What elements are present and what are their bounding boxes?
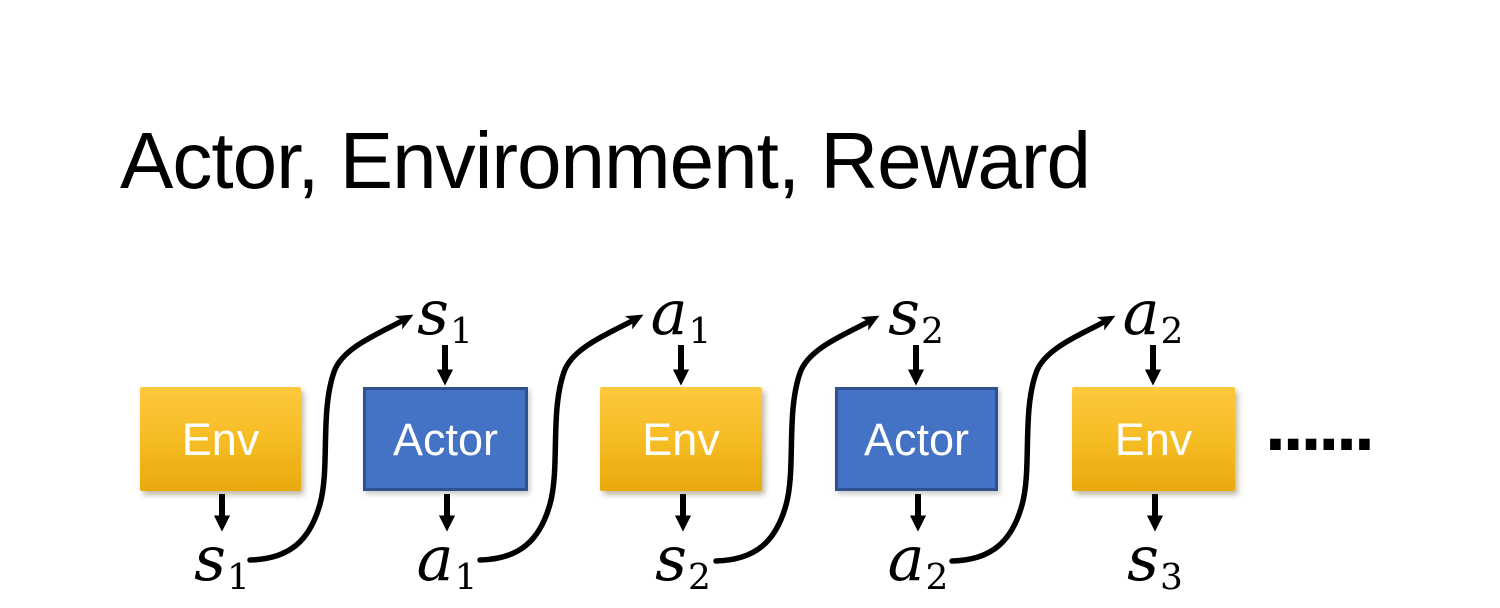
top-label-a1: a1	[611, 282, 751, 350]
bottom-label-s3-sub: 3	[1159, 557, 1183, 599]
bottom-label-a2: a2	[848, 528, 988, 596]
page-title: Actor, Environment, Reward	[120, 116, 1091, 205]
env-box-1-label: Env	[181, 413, 260, 465]
top-label-a2-sub: 2	[1160, 311, 1184, 353]
top-label-s2: s2	[846, 282, 986, 350]
bottom-label-a2-sub: 2	[925, 557, 949, 599]
bottom-label-a1-sub: 1	[454, 557, 478, 599]
env-box-1: Env	[140, 387, 301, 491]
bottom-label-a1-var: a	[416, 522, 454, 595]
env-box-3-label: Env	[1114, 413, 1193, 465]
bottom-label-s2-var: s	[655, 522, 687, 595]
top-label-a1-sub: 1	[688, 311, 712, 353]
bottom-label-s3-var: s	[1127, 522, 1159, 595]
top-label-a2: a2	[1083, 282, 1223, 350]
bottom-label-s1-var: s	[194, 522, 226, 595]
actor-box-2: Actor	[835, 387, 998, 491]
top-label-s1: s1	[375, 282, 515, 350]
top-label-s2-sub: 2	[920, 311, 944, 353]
continuation-ellipsis: ......	[1264, 395, 1376, 465]
actor-box-1: Actor	[363, 387, 528, 491]
top-label-a2-var: a	[1122, 276, 1160, 349]
top-label-s2-var: s	[888, 276, 920, 349]
bottom-label-s1-sub: 1	[226, 557, 250, 599]
top-label-a1-var: a	[650, 276, 688, 349]
env-box-3: Env	[1072, 387, 1235, 491]
bottom-label-a1: a1	[377, 528, 517, 596]
bottom-label-a2-var: a	[887, 522, 925, 595]
bottom-label-s2: s2	[613, 528, 753, 596]
top-label-s1-sub: 1	[449, 311, 473, 353]
actor-box-1-label: Actor	[392, 413, 499, 465]
bottom-label-s1: s1	[152, 528, 292, 596]
bottom-label-s3: s3	[1085, 528, 1225, 596]
top-label-s1-var: s	[417, 276, 449, 349]
actor-box-2-label: Actor	[863, 413, 970, 465]
bottom-label-s2-sub: 2	[687, 557, 711, 599]
env-box-2: Env	[600, 387, 762, 491]
env-box-2-label: Env	[642, 413, 720, 465]
